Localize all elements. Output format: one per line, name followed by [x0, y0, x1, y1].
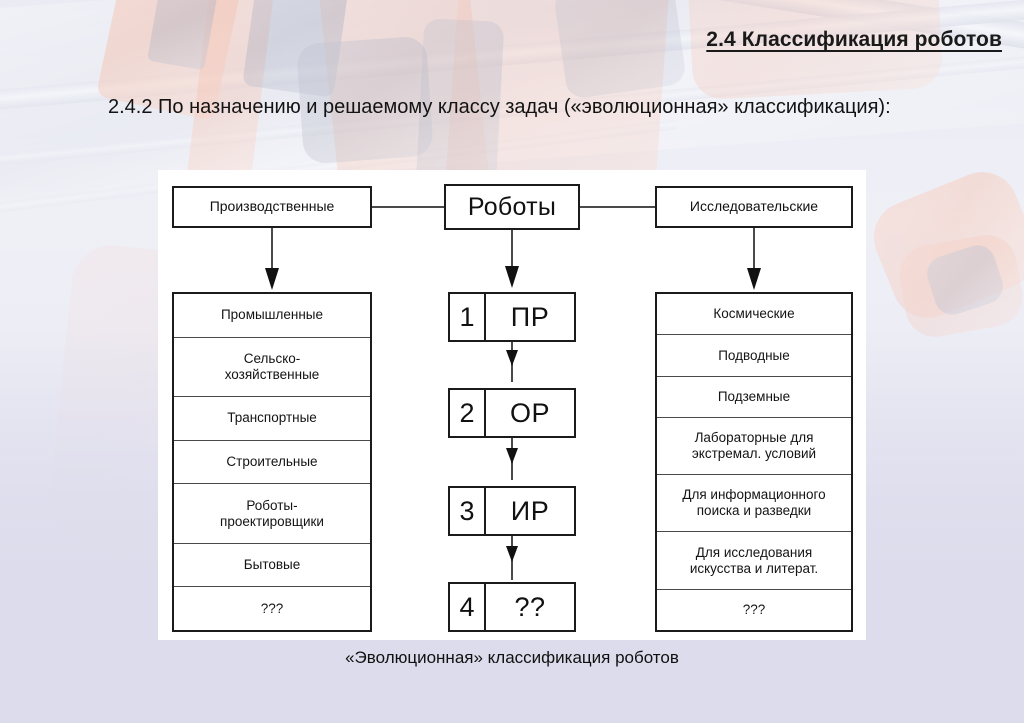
- stage-number: 2: [450, 390, 486, 436]
- table-row: Транспортные: [174, 397, 370, 441]
- cell-label: Промышленные: [220, 307, 324, 323]
- cell-label: Подземные: [717, 388, 791, 404]
- table-row: Подземные: [657, 377, 851, 418]
- table-row: Бытовые: [174, 544, 370, 588]
- cell-label: Роботы-проектировщики: [220, 497, 324, 529]
- evolutionary-classification-diagram: Производственные Роботы Исследовательски…: [158, 170, 866, 640]
- table-row: Космические: [657, 294, 851, 336]
- stage-number: 4: [450, 584, 486, 630]
- table-production-types: Промышленные Сельско-хозяйственные Транс…: [172, 292, 372, 632]
- arrowhead-stage-3-4: [506, 546, 518, 562]
- stage-label: ПР: [510, 301, 550, 332]
- table-row: Сельско-хозяйственные: [174, 338, 370, 398]
- slide-subtitle: 2.4.2 По назначению и решаемому классу з…: [108, 96, 891, 118]
- stage-box-4: 4 ??: [448, 582, 576, 632]
- node-research: Исследовательские: [655, 186, 853, 228]
- table-row: Промышленные: [174, 294, 370, 338]
- cell-label: Космические: [713, 306, 795, 322]
- table-row: Подводные: [657, 335, 851, 377]
- node-production-label: Производственные: [209, 198, 335, 215]
- node-production: Производственные: [172, 186, 372, 228]
- diagram-panel: Производственные Роботы Исследовательски…: [158, 170, 866, 640]
- table-row: Строительные: [174, 441, 370, 485]
- arrowhead-research-down: [747, 268, 761, 290]
- table-research-types: Космические Подводные Подземные Лаборато…: [655, 292, 853, 632]
- cell-label: Сельско-хозяйственные: [224, 350, 320, 382]
- connector-root-to-production: [372, 206, 444, 208]
- arrowhead-stage-2-3: [506, 448, 518, 464]
- cell-label: ???: [260, 600, 284, 616]
- stage-number: 1: [450, 294, 486, 340]
- stem-research-down: [753, 228, 755, 272]
- stage-box-3: 3 ИР: [448, 486, 576, 536]
- stage-box-1: 1 ПР: [448, 292, 576, 342]
- cell-label: ???: [742, 601, 766, 617]
- table-row: ???: [174, 587, 370, 630]
- table-row: ???: [657, 590, 851, 630]
- stage-label: ОР: [509, 397, 550, 428]
- stem-root-down: [511, 230, 513, 270]
- arrowhead-production-down: [265, 268, 279, 290]
- cell-label: Строительные: [226, 454, 318, 470]
- stage-label: ??: [514, 591, 546, 622]
- arrowhead-stage-1-2: [506, 350, 518, 366]
- node-robots-root: Роботы: [444, 184, 580, 230]
- diagram-caption: «Эволюционная» классификация роботов: [345, 648, 679, 667]
- node-research-label: Исследовательские: [689, 198, 819, 215]
- connector-root-to-research: [580, 206, 655, 208]
- stage-number: 3: [450, 488, 486, 534]
- cell-label: Бытовые: [243, 557, 301, 573]
- stem-production-down: [271, 228, 273, 272]
- cell-label: Подводные: [718, 347, 790, 363]
- slide-title: 2.4 Классификация роботов: [706, 28, 1002, 51]
- stage-box-2: 2 ОР: [448, 388, 576, 438]
- node-robots-root-label: Роботы: [467, 193, 557, 221]
- stage-label: ИР: [510, 495, 550, 526]
- cell-label: Транспортные: [227, 410, 317, 426]
- arrowhead-root-down: [505, 266, 519, 288]
- table-row: Роботы-проектировщики: [174, 484, 370, 544]
